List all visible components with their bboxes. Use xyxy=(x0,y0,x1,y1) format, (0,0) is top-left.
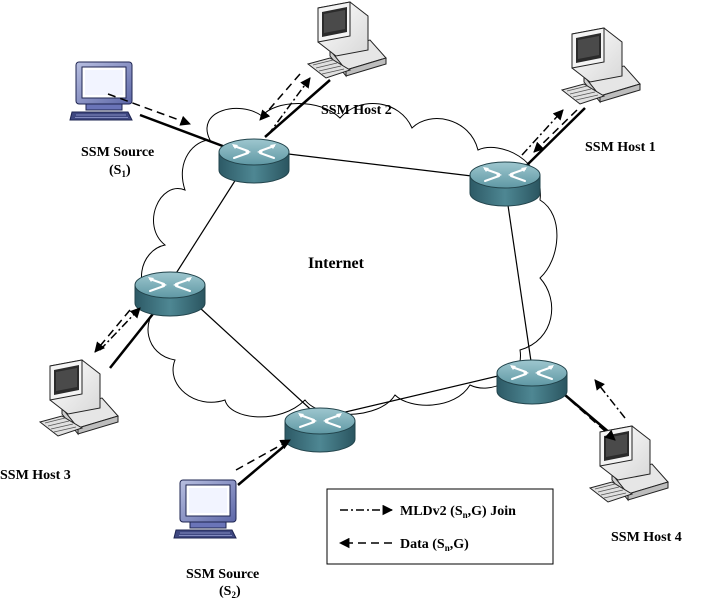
source-1-id: (S1) xyxy=(109,163,131,179)
data-arrows xyxy=(94,73,616,471)
legend-join-label: MLDv2 (Sn,G) Join xyxy=(400,504,516,520)
host-2-label: SSM Host 2 xyxy=(321,103,392,118)
host-4-computer xyxy=(589,425,669,503)
router-bottom xyxy=(284,407,356,453)
router-top-left xyxy=(218,138,290,184)
source-2-computer xyxy=(173,479,237,539)
router-right xyxy=(496,359,568,405)
router-top-right xyxy=(469,161,541,207)
router-left xyxy=(134,271,206,317)
legend-data-label: Data (Sn,G) xyxy=(400,537,469,553)
router-links xyxy=(174,149,533,419)
host-1-label: SSM Host 1 xyxy=(585,140,656,155)
host-1-computer xyxy=(561,27,641,105)
legend: MLDv2 (Sn,G) Join Data (Sn,G) xyxy=(326,488,554,565)
host-4-label: SSM Host 4 xyxy=(611,530,682,545)
host-3-computer xyxy=(39,359,119,437)
source-1-computer xyxy=(69,61,133,121)
host-2-computer xyxy=(307,1,387,79)
internet-label: Internet xyxy=(308,255,365,272)
source-1-label: SSM Source xyxy=(81,145,154,160)
join-arrows xyxy=(99,77,626,419)
source-2-id: (S2) xyxy=(219,584,241,600)
host-3-label: SSM Host 3 xyxy=(0,468,71,483)
source-2-label: SSM Source xyxy=(186,567,259,582)
